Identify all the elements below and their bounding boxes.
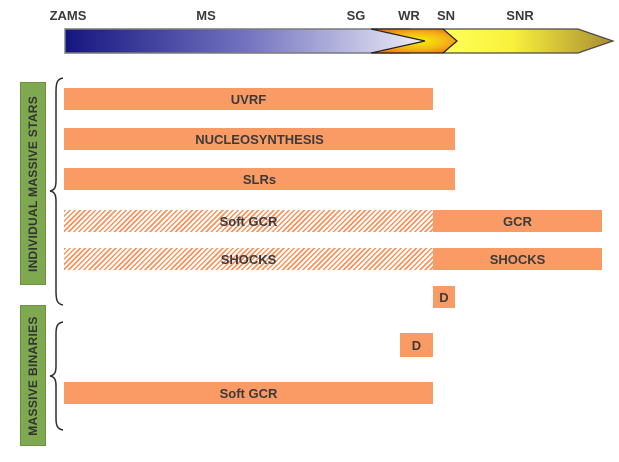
bar-shocks-hatched-label: SHOCKS [220,251,277,267]
bar-shocks-solid: SHOCKS [433,248,602,270]
arrow-segment-snr [441,28,615,54]
bar-soft-gcr-label: Soft GCR [219,213,278,229]
bar-d-individual-label: D [439,289,449,305]
bar-uvrf-label: UVRF [230,91,267,107]
bar-d-individual: D [433,286,455,308]
group-label-massive-binaries: MASSIVE BINARIES [26,315,40,436]
group-box-massive-binaries: MASSIVE BINARIES [20,305,46,446]
bar-d-binaries-label: D [411,337,422,353]
bar-gcr: GCR [433,210,602,232]
group-box-individual-massive-stars: INDIVIDUAL MASSIVE STARS [20,82,46,285]
bar-soft-gcr-hatched: Soft GCR [64,210,433,232]
stage-label-ms: MS [196,8,216,23]
stage-label-wr: WR [398,8,420,23]
bar-slrs-label: SLRs [242,171,277,187]
brace-individual-massive-stars [49,77,64,306]
bar-nucleosynthesis: NUCLEOSYNTHESIS [64,128,455,150]
bar-d-binaries: D [400,333,433,357]
bar-shocks-hatched: SHOCKS [64,248,433,270]
arrow-segment-wr [370,28,458,54]
brace-massive-binaries [49,321,64,431]
bar-soft-gcr-binaries-label: Soft GCR [219,385,278,401]
stage-label-sn: SN [436,8,456,23]
bar-gcr-label: GCR [503,213,532,229]
arrow-segment-ms [64,28,427,54]
bar-uvrf: UVRF [64,88,433,110]
group-label-individual-massive-stars: INDIVIDUAL MASSIVE STARS [26,95,41,272]
stage-label-snr: SNR [506,8,534,23]
bar-nucleosynthesis-label: NUCLEOSYNTHESIS [195,131,324,147]
stage-label-sg: SG [346,8,366,23]
bar-shocks-solid-label: SHOCKS [489,251,546,267]
stage-label-zams: ZAMS [49,8,87,23]
bar-soft-gcr-binaries: Soft GCR [64,382,433,404]
bar-slrs: SLRs [64,168,455,190]
